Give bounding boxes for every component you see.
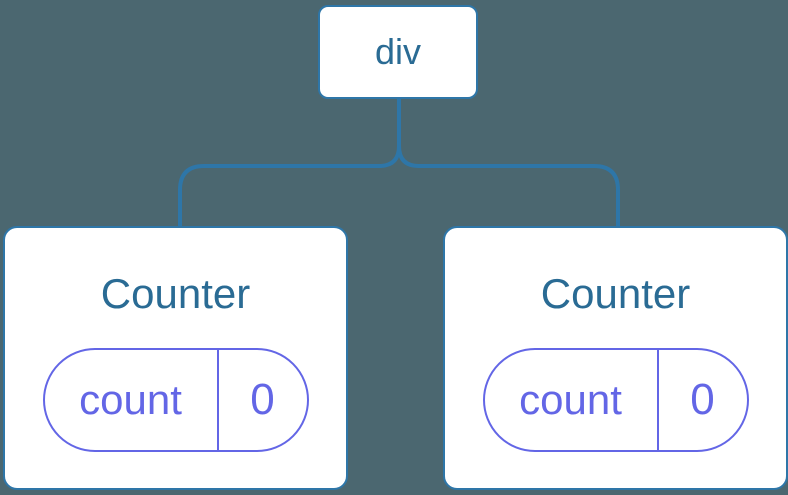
counter-title: Counter (540, 270, 691, 317)
counter-node-left: Counter count 0 (3, 226, 348, 490)
state-key-label: count (485, 350, 659, 450)
counter-node-right: Counter count 0 (443, 226, 788, 490)
connector-left-branch (178, 97, 401, 228)
state-value: 0 (690, 375, 715, 424)
root-node-label: div (374, 31, 422, 72)
state-key-label: count (45, 350, 219, 450)
connector-right-branch (397, 145, 620, 228)
state-value: 0 (250, 375, 275, 424)
root-node: div (318, 5, 478, 99)
state-badge: count 0 (42, 348, 309, 452)
counter-title: Counter (100, 270, 251, 317)
state-badge: count 0 (482, 348, 749, 452)
